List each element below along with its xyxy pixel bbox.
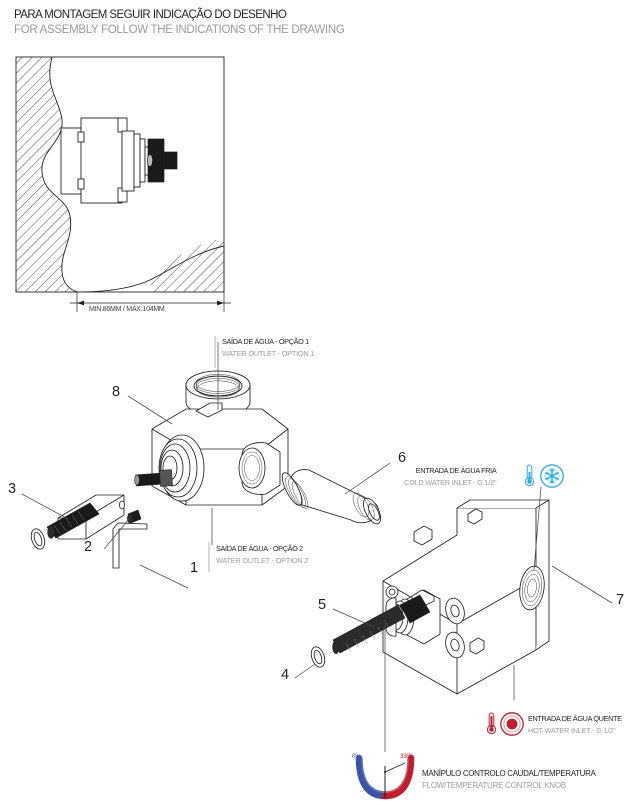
leader-lines	[22, 336, 612, 752]
thermometer-cold-icon	[525, 465, 533, 486]
part-1-allen-key	[113, 523, 147, 568]
part-6-outlet-sleeve	[278, 470, 384, 527]
part-8-stem	[135, 470, 173, 487]
part-8-valve-body	[152, 371, 288, 505]
label-knob-pt: MANÍPULO CONTROLO CAUDAL/TEMPERATURA	[422, 768, 596, 780]
header-title-pt: PARA MONTAGEM SEGUIR INDICAÇÃO DO DESENH…	[14, 8, 514, 23]
callout-5: 5	[318, 597, 326, 613]
wall-dimension-label: MIN.86MM / MÁX.104MM	[89, 306, 165, 313]
label-cold-water-inlet: ENTRADA DE ÁGUA FRIA COLD WATER INLET - …	[404, 465, 496, 488]
part-5-stem	[333, 595, 430, 654]
part-7-cartridge-nut	[386, 586, 440, 644]
label-outlet2-en: WATER OUTLET - OPTION 2	[216, 555, 308, 567]
wall-dimension-line	[70, 246, 231, 312]
part-3-knurled-sleeve	[47, 503, 99, 538]
part-7-mixer-block	[383, 500, 549, 694]
label-knob-en: FLOW/TEMPERATURE CONTROL KNOB	[422, 780, 596, 792]
label-hot-en: HOT WATER INLET - G 1/2"	[528, 725, 622, 737]
part-4-washer	[309, 645, 327, 669]
part-3-washer	[29, 527, 47, 551]
gauge-max-label: 330º	[400, 753, 412, 760]
label-outlet1-en: WATER OUTLET - OPTION 1	[222, 348, 314, 360]
label-water-outlet-2: SAÍDA DE ÁGUA - OPÇÃO 2 WATER OUTLET - O…	[216, 543, 308, 566]
header-title-en: FOR ASSEMBLY FOLLOW THE INDICATIONS OF T…	[14, 23, 514, 38]
label-cold-pt: ENTRADA DE ÁGUA FRIA	[404, 465, 496, 477]
heat-circle-icon	[501, 713, 523, 735]
header: PARA MONTAGEM SEGUIR INDICAÇÃO DO DESENH…	[14, 8, 514, 38]
callout-2: 2	[84, 539, 92, 555]
label-cold-en: COLD WATER INLET - G 1/2"	[404, 477, 496, 489]
callout-6: 6	[398, 450, 406, 466]
label-outlet1-pt: SAÍDA DE ÁGUA - OPÇÃO 1	[222, 336, 314, 348]
label-hot-water-inlet: ENTRADA DE ÁGUA QUENTE HOT WATER INLET -…	[528, 713, 622, 736]
wall-hatch-region	[16, 57, 224, 292]
gauge-min-label: 0º	[352, 753, 357, 760]
installed-valve-stem	[147, 139, 177, 182]
callout-7: 7	[616, 592, 624, 608]
thermometer-hot-icon	[487, 713, 495, 734]
part-2-set-screw	[127, 510, 141, 523]
callout-8: 8	[112, 384, 120, 400]
installed-valve-side-view	[61, 118, 149, 203]
label-control-knob: MANÍPULO CONTROLO CAUDAL/TEMPERATURA FLO…	[422, 768, 596, 792]
label-hot-pt: ENTRADA DE ÁGUA QUENTE	[528, 713, 622, 725]
hot-water-icon-group	[486, 711, 530, 737]
callout-4: 4	[281, 667, 289, 683]
label-outlet2-pt: SAÍDA DE ÁGUA - OPÇÃO 2	[216, 543, 308, 555]
part-3-extension-kit	[58, 495, 125, 539]
callout-1: 1	[190, 560, 198, 576]
label-water-outlet-1: SAÍDA DE ÁGUA - OPÇÃO 1 WATER OUTLET - O…	[222, 336, 314, 359]
cold-water-icon-group	[523, 463, 569, 489]
flow-temperature-gauge	[348, 752, 428, 800]
callout-3: 3	[8, 481, 16, 497]
snowflake-icon	[541, 465, 563, 487]
